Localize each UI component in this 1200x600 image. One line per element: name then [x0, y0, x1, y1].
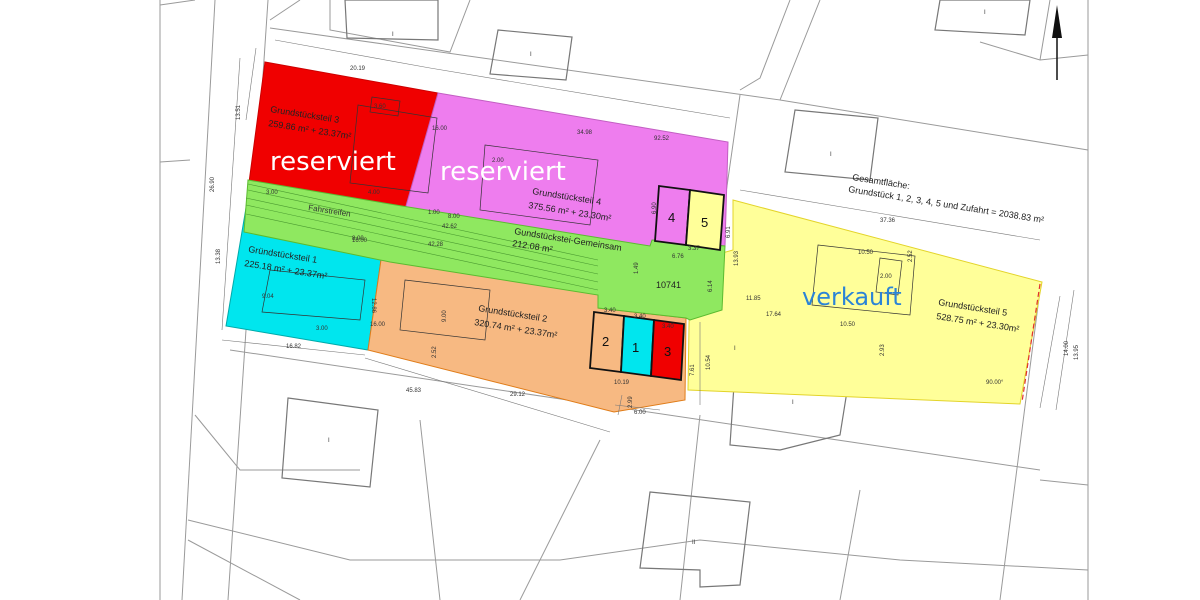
dim-label: 3.40	[662, 324, 674, 330]
garage-3[interactable]	[650, 318, 685, 382]
dim-label: 20.19	[350, 66, 366, 72]
garage-5[interactable]	[685, 188, 725, 252]
dim-label: 6.00	[634, 410, 646, 416]
dim-label: 6.14	[708, 280, 714, 292]
dimension-lines	[221, 39, 1075, 433]
garage-4-label: 4	[668, 210, 675, 225]
dim-label: 13.38	[216, 248, 222, 264]
dim-label: 2.93	[880, 344, 886, 356]
dim-label: 13.95	[1074, 344, 1080, 360]
dim-label: 16.00	[370, 322, 386, 328]
dim-label: 2.00	[880, 274, 892, 280]
dim-label: 6.90	[652, 202, 658, 214]
dim-label: 9.00	[442, 310, 448, 322]
dim-label: 9.04	[262, 294, 274, 300]
house-mark: I	[328, 438, 330, 444]
dim-label: 42.62	[442, 224, 458, 230]
driveway-lines	[245, 183, 599, 291]
dim-label: 3.37	[688, 246, 700, 252]
plot-4-status: reserviert	[440, 157, 566, 187]
house-mark: I	[792, 400, 794, 406]
dim-label: 2.52	[908, 250, 914, 262]
house-3	[934, 0, 1031, 36]
house-4	[784, 109, 879, 181]
garages-left	[589, 310, 685, 382]
house-mark: I	[984, 10, 986, 16]
planned-buildings	[261, 96, 916, 341]
dim-label: 42.28	[428, 242, 444, 248]
garage-3-label: 3	[664, 344, 671, 359]
dim-label: 16.82	[286, 344, 302, 350]
dim-label: 1.00	[428, 210, 440, 216]
dim-label: 6.91	[726, 226, 732, 238]
dim-label: 7.61	[690, 364, 696, 376]
house-6	[281, 397, 379, 488]
dim-label: 45.83	[406, 388, 422, 394]
plot-5-status: verkauft	[802, 283, 902, 311]
garage-5-label: 5	[701, 215, 708, 230]
dim-label: 10.50	[840, 322, 856, 328]
parcel-number: 10741	[656, 280, 681, 290]
dim-label: 26.90	[210, 176, 216, 192]
dim-label: 13.93	[734, 250, 740, 266]
dim-label: 1.49	[634, 262, 640, 274]
dim-label: 16.00	[432, 126, 448, 132]
garage-2-label: 2	[602, 334, 609, 349]
plot-5[interactable]	[687, 199, 1043, 405]
dim-label: 2.00	[492, 158, 504, 164]
plot-3-status: reserviert	[270, 147, 396, 177]
dim-label: 3.40	[634, 314, 646, 320]
dim-label: 17.64	[766, 312, 782, 318]
house-2	[489, 29, 573, 81]
house-mark: I	[734, 346, 736, 352]
dim-label: 3.60	[374, 104, 386, 110]
house-7	[639, 491, 751, 588]
total-area-text: Grundstück 1, 2, 3, 4, 5 und Zufahrt = 2…	[848, 184, 1045, 225]
dim-label: 34.98	[577, 130, 593, 136]
dim-label: 3.40	[604, 308, 616, 314]
dim-label: 16.00	[352, 238, 368, 244]
dim-label: 2.52	[432, 346, 438, 358]
dim-label: 8.00	[352, 236, 364, 242]
dim-label: 3.00	[266, 190, 278, 196]
dim-label: 10.54	[706, 354, 712, 370]
dimension-labels: 20.19 34.98 92.52 37.36 42.28 42.62 45.8…	[210, 66, 1080, 416]
house-1	[344, 0, 439, 41]
dim-label: 14.00	[1064, 340, 1070, 356]
dim-label: 10.19	[614, 380, 630, 386]
north-arrow-icon	[1052, 5, 1062, 80]
dim-label: 2.99	[628, 396, 634, 408]
house-mark: I	[530, 52, 532, 58]
dim-label: 10.50	[858, 250, 874, 256]
dim-label: 37.36	[880, 218, 896, 224]
dim-label: 29.12	[510, 392, 526, 398]
dim-label: 11.85	[746, 296, 761, 302]
house-marks: I I I I I I I II	[328, 10, 986, 546]
garages-right	[654, 184, 725, 252]
house-mark: I	[830, 152, 832, 158]
house-mark: I	[392, 32, 394, 38]
dim-label: 90.00°	[986, 380, 1004, 386]
plot-5-boundary-dashed	[1021, 283, 1041, 403]
dim-label: 92.52	[654, 136, 670, 142]
garage-1-label: 1	[632, 340, 639, 355]
dim-label: 3.00	[316, 326, 328, 332]
dim-label: 13.51	[236, 104, 242, 120]
dim-label: 12.86	[370, 298, 376, 314]
dim-label: 4.00	[368, 190, 380, 196]
house-mark: II	[692, 540, 696, 546]
dim-label: 8.00	[448, 214, 460, 220]
dim-label: 6.76	[672, 254, 684, 260]
